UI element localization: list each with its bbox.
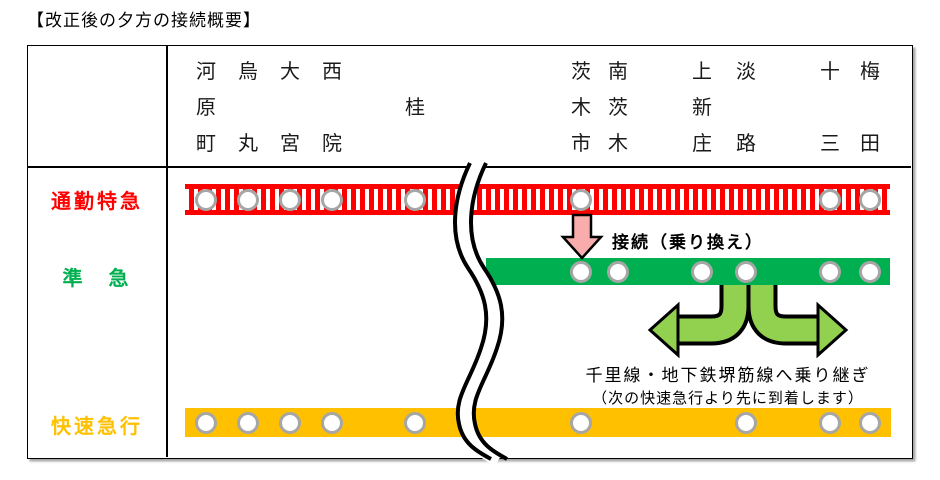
station-name-char: 新 bbox=[692, 97, 712, 119]
train-line-label-semi-express: 準 急 bbox=[62, 268, 132, 290]
station-name-char: 庄 bbox=[692, 133, 712, 155]
station-name-char: 丸 bbox=[238, 133, 258, 155]
station-stop-circle bbox=[570, 411, 592, 434]
station-name: 淡路 bbox=[728, 54, 764, 162]
station-name-char: 十 bbox=[820, 61, 840, 83]
station-name-char: 茨 bbox=[571, 61, 591, 83]
station-name: 十三 bbox=[812, 54, 848, 162]
station-name-char bbox=[852, 90, 888, 126]
station-name-char bbox=[230, 90, 266, 126]
station-name-char bbox=[397, 54, 433, 90]
station-stop-circle bbox=[321, 411, 343, 434]
station-name-char bbox=[397, 126, 433, 162]
station-name: 西院 bbox=[314, 54, 350, 162]
station-name-char: 茨 bbox=[608, 97, 628, 119]
station-stop-circle bbox=[570, 260, 592, 283]
station-name: 桂 bbox=[397, 54, 433, 162]
station-name-char: 木 bbox=[608, 133, 628, 155]
station-stop-circle bbox=[859, 188, 881, 211]
station-stop-circle bbox=[819, 260, 841, 283]
station-name-char: 桂 bbox=[405, 97, 425, 119]
station-name: 大宮 bbox=[272, 54, 308, 162]
station-name-char bbox=[314, 90, 350, 126]
connection-transfer-label: 接続（乗り換え） bbox=[612, 233, 764, 252]
station-stop-circle bbox=[859, 260, 881, 283]
station-name: 上新庄 bbox=[684, 54, 720, 162]
station-name-char: 木 bbox=[571, 97, 591, 119]
station-name-char: 宮 bbox=[280, 133, 300, 155]
station-name-char bbox=[728, 90, 764, 126]
station-stop-circle bbox=[279, 411, 301, 434]
station-stop-circle bbox=[735, 260, 757, 283]
station-name-char: 烏 bbox=[238, 61, 258, 83]
station-stop-circle bbox=[570, 188, 592, 211]
station-name-char: 上 bbox=[692, 61, 712, 83]
station-stop-circle bbox=[404, 411, 426, 434]
page-title: 【改正後の夕方の接続概要】 bbox=[27, 11, 261, 30]
hatch-pattern bbox=[185, 189, 890, 210]
train-type-label-column: 通勤特急準 急快速急行 bbox=[29, 0, 165, 480]
station-stop-circle bbox=[279, 188, 301, 211]
station-stop-circle bbox=[819, 188, 841, 211]
station-name-char: 淡 bbox=[736, 61, 756, 83]
station-name: 茨木市 bbox=[563, 54, 599, 162]
station-name-char: 町 bbox=[196, 133, 216, 155]
station-stop-circle bbox=[691, 260, 713, 283]
station-stop-circle bbox=[237, 188, 259, 211]
station-stop-circle bbox=[735, 411, 757, 434]
station-name-char: 田 bbox=[860, 133, 880, 155]
station-name-char bbox=[272, 90, 308, 126]
station-stop-circle bbox=[607, 260, 629, 283]
station-name: 南茨木 bbox=[600, 54, 636, 162]
train-line-label-rapid-express: 快速急行 bbox=[51, 416, 143, 438]
station-name: 河原町 bbox=[188, 54, 224, 162]
line-bar-commuter-limited-express bbox=[185, 184, 890, 215]
line-bar-rapid-express bbox=[185, 408, 891, 437]
station-stop-circle bbox=[321, 188, 343, 211]
station-stop-circle bbox=[237, 411, 259, 434]
station-name-char bbox=[812, 90, 848, 126]
table-vertical-divider bbox=[166, 45, 168, 457]
station-name-char: 大 bbox=[280, 61, 300, 83]
station-name-char: 院 bbox=[322, 133, 342, 155]
station-stop-circle bbox=[859, 411, 881, 434]
station-name: 梅田 bbox=[852, 54, 888, 162]
station-stop-circle bbox=[195, 188, 217, 211]
train-line-label-commuter-limited-express: 通勤特急 bbox=[51, 191, 143, 213]
station-name-char: 三 bbox=[820, 133, 840, 155]
station-name-char: 河 bbox=[196, 61, 216, 83]
station-name-char: 市 bbox=[571, 133, 591, 155]
station-stop-circle bbox=[404, 188, 426, 211]
station-stop-circle bbox=[195, 411, 217, 434]
station-name-char: 西 bbox=[322, 61, 342, 83]
station-stop-circle bbox=[819, 411, 841, 434]
transfer-note-line2: （次の快速急行より先に到着します） bbox=[592, 391, 864, 407]
station-name-char: 路 bbox=[736, 133, 756, 155]
station-name-char: 原 bbox=[196, 97, 216, 119]
station-name-char: 梅 bbox=[860, 61, 880, 83]
transfer-note-line1: 千里線・地下鉄堺筋線へ乗り継ぎ bbox=[585, 366, 871, 385]
station-name-char: 南 bbox=[608, 61, 628, 83]
station-name: 烏丸 bbox=[230, 54, 266, 162]
